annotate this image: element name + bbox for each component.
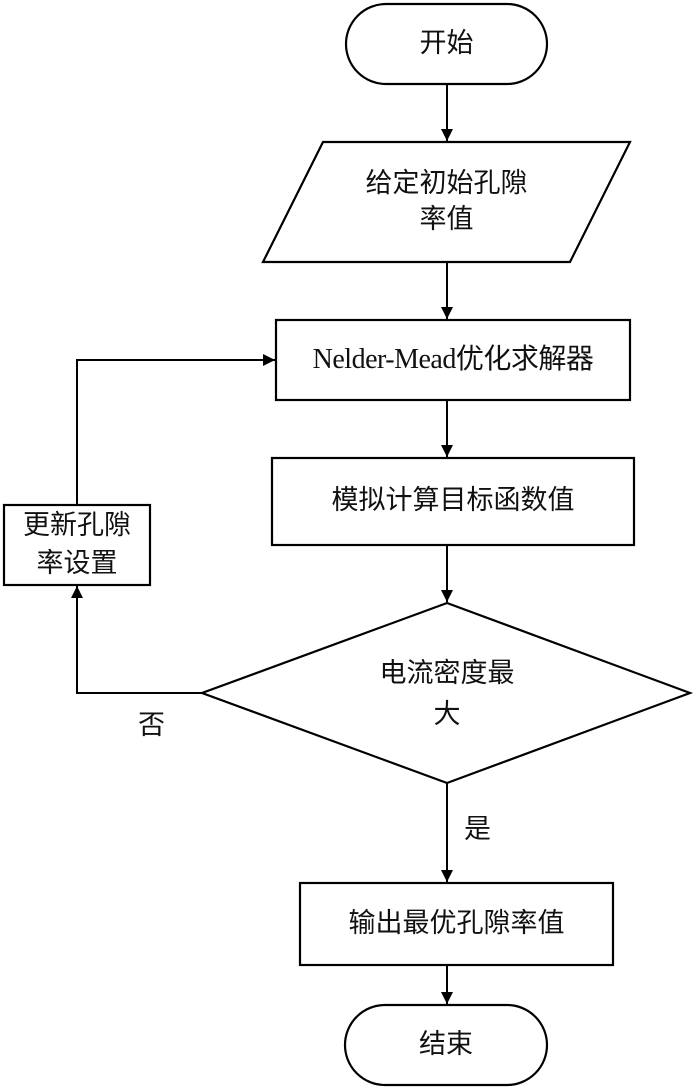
no-edge-label: 否 bbox=[138, 710, 165, 741]
output-box bbox=[298, 881, 615, 967]
decision-label-line2: 大 bbox=[433, 699, 461, 730]
input-parallelogram bbox=[261, 140, 632, 264]
update-label-line1: 更新孔隙 bbox=[23, 510, 131, 541]
start-label: 开始 bbox=[419, 28, 474, 59]
solver-box bbox=[274, 318, 632, 402]
simulate-label: 模拟计算目标函数值 bbox=[331, 485, 575, 516]
end-label: 结束 bbox=[419, 1029, 473, 1060]
decision-label-line1: 电流密度最 bbox=[379, 658, 515, 689]
solver-label: Nelder-Mead优化求解器 bbox=[312, 344, 594, 375]
decision-diamond bbox=[198, 601, 694, 785]
input-label-line2: 率值 bbox=[419, 204, 474, 235]
output-label: 输出最优孔隙率值 bbox=[348, 908, 565, 939]
end-terminator bbox=[343, 1003, 549, 1087]
input-label-line1: 给定初始孔隙 bbox=[365, 168, 528, 199]
update-label-line2: 率设置 bbox=[36, 548, 118, 579]
yes-edge-label: 是 bbox=[464, 814, 491, 845]
arrow-update-to-solver bbox=[76, 354, 275, 505]
arrow-decision-to-update bbox=[71, 586, 202, 694]
simulate-box bbox=[270, 456, 636, 547]
